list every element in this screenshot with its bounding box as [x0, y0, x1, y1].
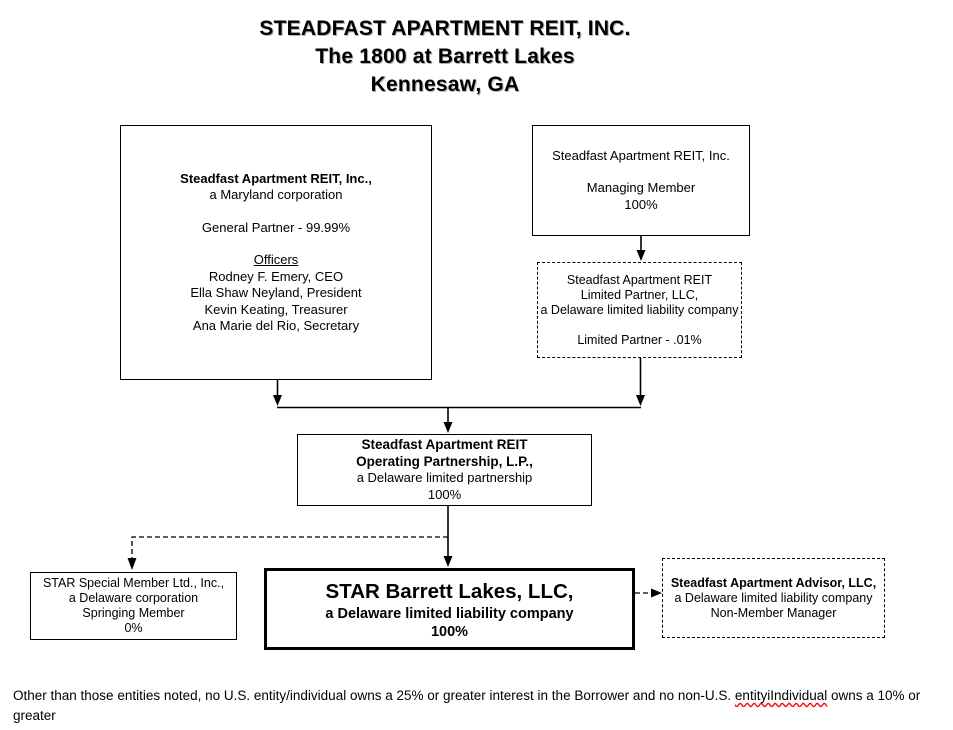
- entity-box-steadfast-apartment-advisor: Steadfast Apartment Advisor, LLC, a Dela…: [662, 558, 885, 638]
- entity-type: a Delaware limited liability company: [325, 605, 574, 622]
- entity-name-line2: Limited Partner, LLC,: [580, 287, 699, 302]
- footnote-flagged-word: entityiIndividual: [734, 688, 828, 703]
- entity-box-reit-managing-member: Steadfast Apartment REIT, Inc. Managing …: [532, 125, 750, 236]
- connector-borrower-arrowhead: [443, 556, 453, 567]
- role-label: Non-Member Manager: [710, 605, 837, 620]
- ownership-label: 100%: [624, 196, 658, 212]
- ownership-label: 100%: [427, 486, 462, 502]
- entity-type: a Delaware limited liability company: [540, 302, 739, 317]
- footnote-after-word: owns a 10% or greater: [13, 688, 921, 723]
- connector-gp-arrowhead: [273, 395, 282, 406]
- entity-type: a Delaware corporation: [68, 591, 199, 605]
- role-label: Managing Member: [586, 180, 696, 196]
- entity-type: a Delaware limited liability company: [674, 590, 873, 605]
- entity-name-line1: Steadfast Apartment REIT: [361, 437, 528, 452]
- entity-box-star-barrett-lakes-borrower: STAR Barrett Lakes, LLC, a Delaware limi…: [264, 568, 635, 650]
- connector-lp-arrowhead: [636, 395, 645, 406]
- entity-name: STAR Barrett Lakes, LLC,: [325, 579, 574, 603]
- connector-op-arrowhead: [443, 422, 453, 433]
- title-line-property: The 1800 at Barrett Lakes: [315, 45, 575, 68]
- entity-box-reit-limited-partner: Steadfast Apartment REIT Limited Partner…: [537, 262, 742, 358]
- footnote-before-word: Other than those entities noted, no U.S.…: [13, 688, 735, 703]
- connector-special-arrowhead: [127, 558, 137, 570]
- entity-type: a Maryland corporation: [209, 187, 343, 202]
- officer-president: Ella Shaw Neyland, President: [190, 285, 362, 300]
- officer-ceo: Rodney F. Emery, CEO: [208, 268, 344, 284]
- officer-treasurer: Kevin Keating, Treasurer: [204, 301, 348, 317]
- ownership-label: 100%: [430, 623, 469, 640]
- entity-name-line1: Steadfast Apartment REIT: [566, 272, 713, 287]
- entity-type: a Delaware limited partnership: [356, 470, 533, 485]
- entity-name: STAR Special Member Ltd., Inc.,: [42, 576, 225, 590]
- ownership-label: Limited Partner - .01%: [577, 332, 702, 347]
- connector-op-to-special-dashed: [131, 536, 448, 559]
- entity-name: Steadfast Apartment REIT, Inc.: [552, 147, 730, 163]
- ownership-label: 0%: [124, 621, 143, 635]
- role-label: Springing Member: [82, 606, 185, 620]
- entity-name-line2: Operating Partnership, L.P.,: [356, 453, 533, 469]
- title-line-location: Kennesaw, GA: [370, 73, 520, 96]
- connector-advisor-arrowhead: [651, 588, 662, 598]
- footnote-line2: interest in the Borrower.: [13, 728, 156, 730]
- officer-secretary: Ana Marie del Rio, Secretary: [192, 318, 360, 333]
- ownership-label: General Partner - 99.99%: [201, 219, 351, 235]
- connector-mm-arrowhead: [636, 250, 646, 261]
- officers-heading: Officers: [253, 252, 299, 267]
- entity-name: Steadfast Apartment REIT, Inc.,: [180, 170, 372, 186]
- entity-box-star-special-member: STAR Special Member Ltd., Inc., a Delawa…: [30, 572, 237, 640]
- entity-box-operating-partnership: Steadfast Apartment REIT Operating Partn…: [297, 434, 592, 506]
- footnote-text: Other than those entities noted, no U.S.…: [13, 686, 945, 730]
- entity-name: Steadfast Apartment Advisor, LLC,: [670, 575, 877, 590]
- entity-box-reit-general-partner: Steadfast Apartment REIT, Inc., a Maryla…: [120, 125, 432, 380]
- title-line-company: STEADFAST APARTMENT REIT, INC.: [259, 17, 631, 40]
- page-title: STEADFAST APARTMENT REIT, INC. The 1800 …: [45, 15, 845, 99]
